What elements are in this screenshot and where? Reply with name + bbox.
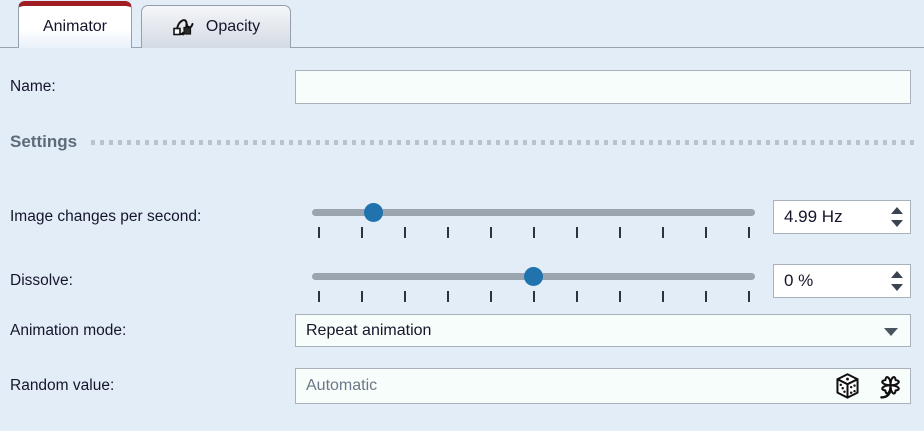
animation-mode-value: Repeat animation	[306, 321, 432, 339]
animation-mode-label: Animation mode:	[10, 321, 127, 339]
name-input[interactable]	[295, 70, 911, 104]
rate-slider-ticks	[318, 227, 750, 239]
dissolve-label: Dissolve:	[10, 272, 73, 289]
random-value-input[interactable]	[295, 368, 911, 404]
tab-opacity[interactable]: Opacity	[141, 5, 291, 48]
random-value-label: Random value:	[10, 377, 115, 394]
rate-label: Image changes per second:	[10, 208, 202, 225]
tab-opacity-label: Opacity	[205, 18, 261, 35]
rate-spin-down-button[interactable]	[891, 220, 903, 227]
rate-spinbox[interactable]: 4.99 Hz	[773, 200, 911, 234]
tab-animator-label: Animator	[42, 18, 108, 35]
dissolve-slider[interactable]	[312, 264, 755, 288]
dissolve-spin-up-button[interactable]	[891, 271, 903, 278]
rate-slider-track[interactable]	[312, 209, 755, 216]
dissolve-slider-thumb[interactable]	[524, 267, 543, 286]
animation-curve-icon	[172, 15, 199, 40]
rate-spin-arrows	[891, 201, 903, 233]
dissolve-slider-ticks	[318, 291, 750, 303]
chevron-down-icon	[884, 328, 898, 336]
tab-bar: Animator Opacity	[0, 0, 924, 48]
dissolve-spin-arrows	[891, 265, 903, 297]
settings-section-header: Settings	[10, 130, 916, 154]
dotted-divider	[91, 139, 916, 145]
dice-icon[interactable]	[832, 371, 863, 401]
tab-animator[interactable]: Animator	[18, 1, 132, 48]
random-value-buttons	[832, 371, 906, 401]
settings-title: Settings	[10, 132, 78, 151]
rate-value: 4.99 Hz	[784, 207, 843, 226]
rate-spin-up-button[interactable]	[891, 207, 903, 214]
animation-mode-dropdown[interactable]: Repeat animation	[295, 314, 911, 347]
clover-icon[interactable]	[875, 371, 906, 401]
rate-slider-thumb[interactable]	[363, 203, 383, 222]
dissolve-spinbox[interactable]: 0 %	[773, 264, 911, 298]
dissolve-spin-down-button[interactable]	[891, 284, 903, 291]
dissolve-value: 0 %	[784, 271, 814, 290]
name-label: Name:	[10, 78, 56, 95]
rate-slider[interactable]	[312, 200, 755, 224]
